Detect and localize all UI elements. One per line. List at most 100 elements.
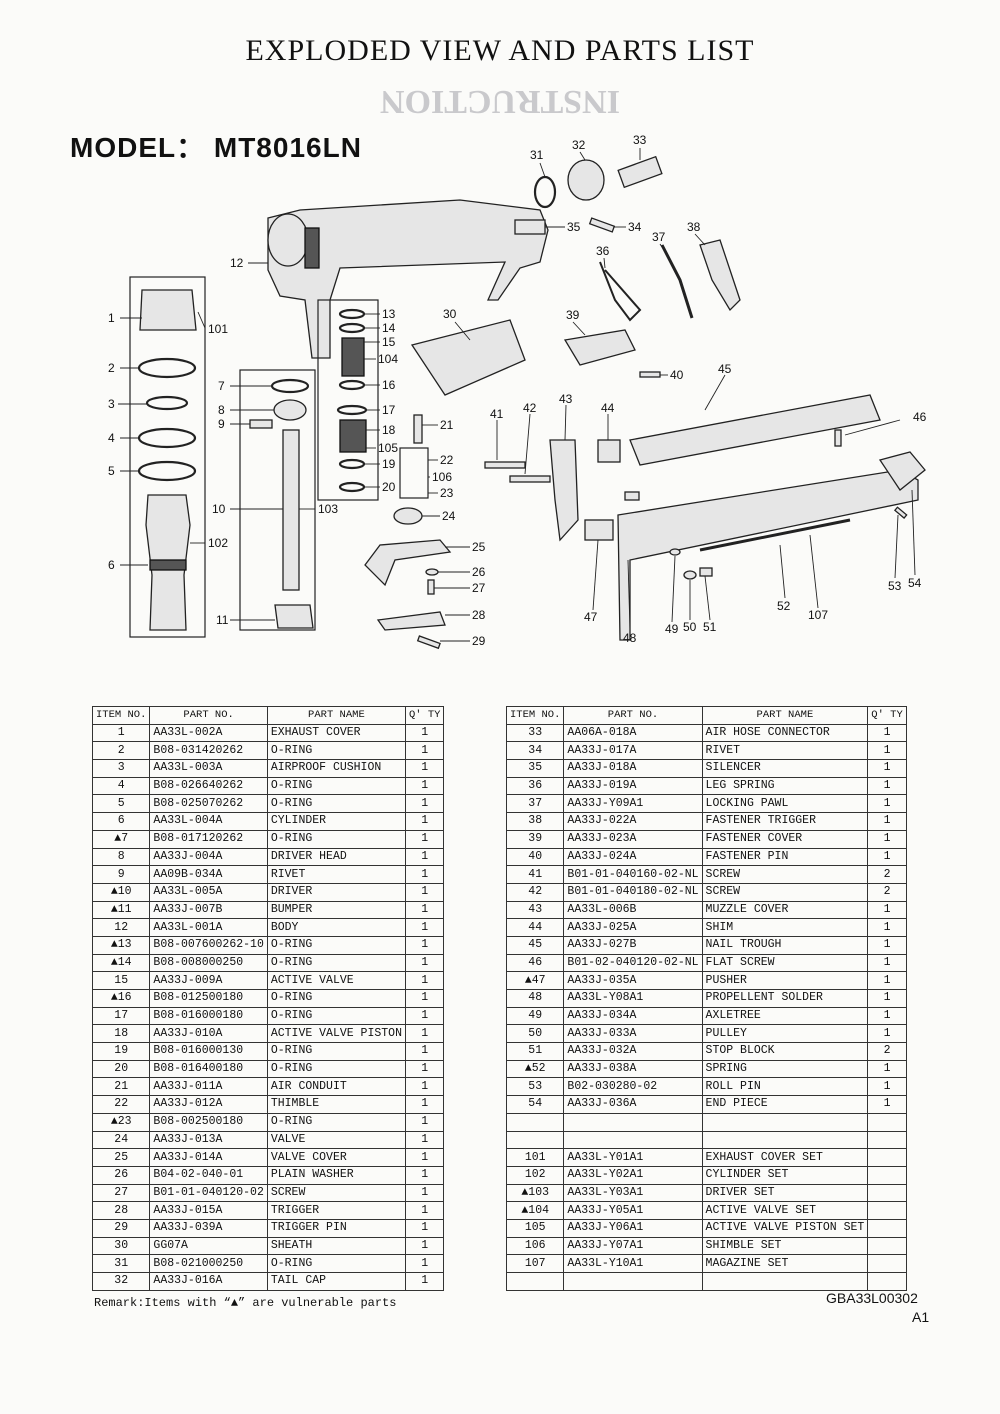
remark-note: Remark:Items with “▲” are vulnerable par… <box>94 1296 397 1310</box>
callout-7: 7 <box>218 379 225 393</box>
cell-qty: 1 <box>404 812 445 831</box>
cell-part-name: RIVET <box>266 865 406 884</box>
cell-part-no: AA33L-Y10A1 <box>563 1254 703 1273</box>
cell-qty: 1 <box>867 776 907 796</box>
cell-item-no: 3 <box>91 759 151 778</box>
callout-37: 37 <box>652 230 666 244</box>
cell-item-no: 15 <box>91 971 151 990</box>
cell-qty: 1 <box>404 1042 445 1061</box>
callout-34: 34 <box>628 220 642 234</box>
cell-part-no: B08-012500180 <box>149 989 268 1008</box>
callout-5: 5 <box>108 464 115 478</box>
cell-item-no: 43 <box>505 900 565 920</box>
callout-102: 102 <box>208 536 228 550</box>
cell-qty: 1 <box>404 882 445 902</box>
cell-part-no: AA33J-022A <box>563 812 703 831</box>
cell-qty: 2 <box>867 1042 907 1061</box>
cell-part-no: AA33J-035A <box>563 971 703 990</box>
cell-item-no: 34 <box>505 741 565 761</box>
cell-part-name: SPRING <box>701 1059 869 1079</box>
callout-32: 32 <box>572 138 586 152</box>
cell-item-no: 17 <box>91 1006 151 1026</box>
cell-part-no: AA33J-039A <box>149 1218 268 1238</box>
cell-item-no: ▲16 <box>91 989 151 1008</box>
callout-53: 53 <box>888 579 902 593</box>
cell-part-no: AA33J-016A <box>149 1272 268 1291</box>
cell-part-name: NAIL TROUGH <box>701 935 869 955</box>
column-header-part-name: PART NAME <box>701 706 869 725</box>
cell-item-no: 45 <box>505 935 565 955</box>
cell-part-no: AA33L-Y08A1 <box>563 989 703 1008</box>
cell-qty: 1 <box>404 1059 445 1079</box>
cell-part-no: B08-025070262 <box>149 794 268 814</box>
cell-item-no: 44 <box>505 918 565 937</box>
callout-104: 104 <box>378 352 398 366</box>
cell-item-no: 101 <box>505 1148 565 1167</box>
callout-10: 10 <box>212 502 226 516</box>
magazine-group-drawing <box>484 394 926 641</box>
tail-group-drawing <box>410 155 663 396</box>
cell-part-no: AA33J-014A <box>149 1148 268 1167</box>
callout-33: 33 <box>633 133 647 147</box>
cell-part-name: O-RING <box>266 1112 406 1132</box>
cell-qty <box>867 1236 907 1256</box>
cell-part-name: AIRPROOF CUSHION <box>266 759 406 778</box>
leader-lines <box>118 148 916 642</box>
cell-qty: 1 <box>404 1148 445 1167</box>
column-header-item-no: ITEM NO. <box>505 706 565 725</box>
cell-part-no: B08-002500180 <box>149 1112 268 1132</box>
cell-item-no: 54 <box>505 1095 565 1114</box>
cell-item-no <box>505 1130 565 1150</box>
column-header-part-no: PART NO. <box>563 706 703 725</box>
cell-part-name: BUMPER <box>266 900 406 920</box>
cell-item-no: 5 <box>91 794 151 814</box>
cell-part-no: AA33J-Y05A1 <box>563 1201 703 1220</box>
cell-qty: 1 <box>867 829 907 849</box>
cell-qty: 1 <box>404 741 445 761</box>
revision-label: A1 <box>912 1309 930 1325</box>
callout-6: 6 <box>108 558 115 572</box>
cell-part-no: B08-016400180 <box>149 1059 268 1079</box>
cell-part-no: AA33J-025A <box>563 918 703 937</box>
cell-qty: 1 <box>404 989 445 1008</box>
cell-part-name: O-RING <box>266 989 406 1008</box>
cell-item-no: 30 <box>91 1236 151 1256</box>
cell-part-name <box>701 1272 869 1291</box>
cell-qty: 1 <box>867 971 907 990</box>
cell-item-no <box>505 1112 565 1132</box>
callout-44: 44 <box>601 401 615 415</box>
cell-item-no: ▲52 <box>505 1059 565 1079</box>
cell-part-name: END PIECE <box>701 1095 869 1114</box>
callout-13: 13 <box>382 307 396 321</box>
callout-52: 52 <box>777 599 791 613</box>
cell-part-no: AA33J-019A <box>563 776 703 796</box>
cell-item-no: ▲23 <box>91 1112 151 1132</box>
cell-item-no: ▲7 <box>91 829 151 849</box>
callout-26: 26 <box>472 565 486 579</box>
callout-17: 17 <box>382 403 396 417</box>
cell-part-no: B08-007600262-10 <box>149 935 268 955</box>
cell-qty: 1 <box>404 1183 445 1203</box>
cell-item-no: 102 <box>505 1165 565 1185</box>
callout-18: 18 <box>382 423 396 437</box>
cell-part-name: ACTIVE VALVE PISTON <box>266 1024 406 1044</box>
cell-part-no: AA06A-018A <box>563 723 703 743</box>
fastener-group-drawing <box>563 239 741 378</box>
cell-part-name: O-RING <box>266 776 406 796</box>
callout-38: 38 <box>687 220 701 234</box>
cell-part-name: SHIMBLE SET <box>701 1236 869 1256</box>
cell-part-name: ROLL PIN <box>701 1077 869 1097</box>
